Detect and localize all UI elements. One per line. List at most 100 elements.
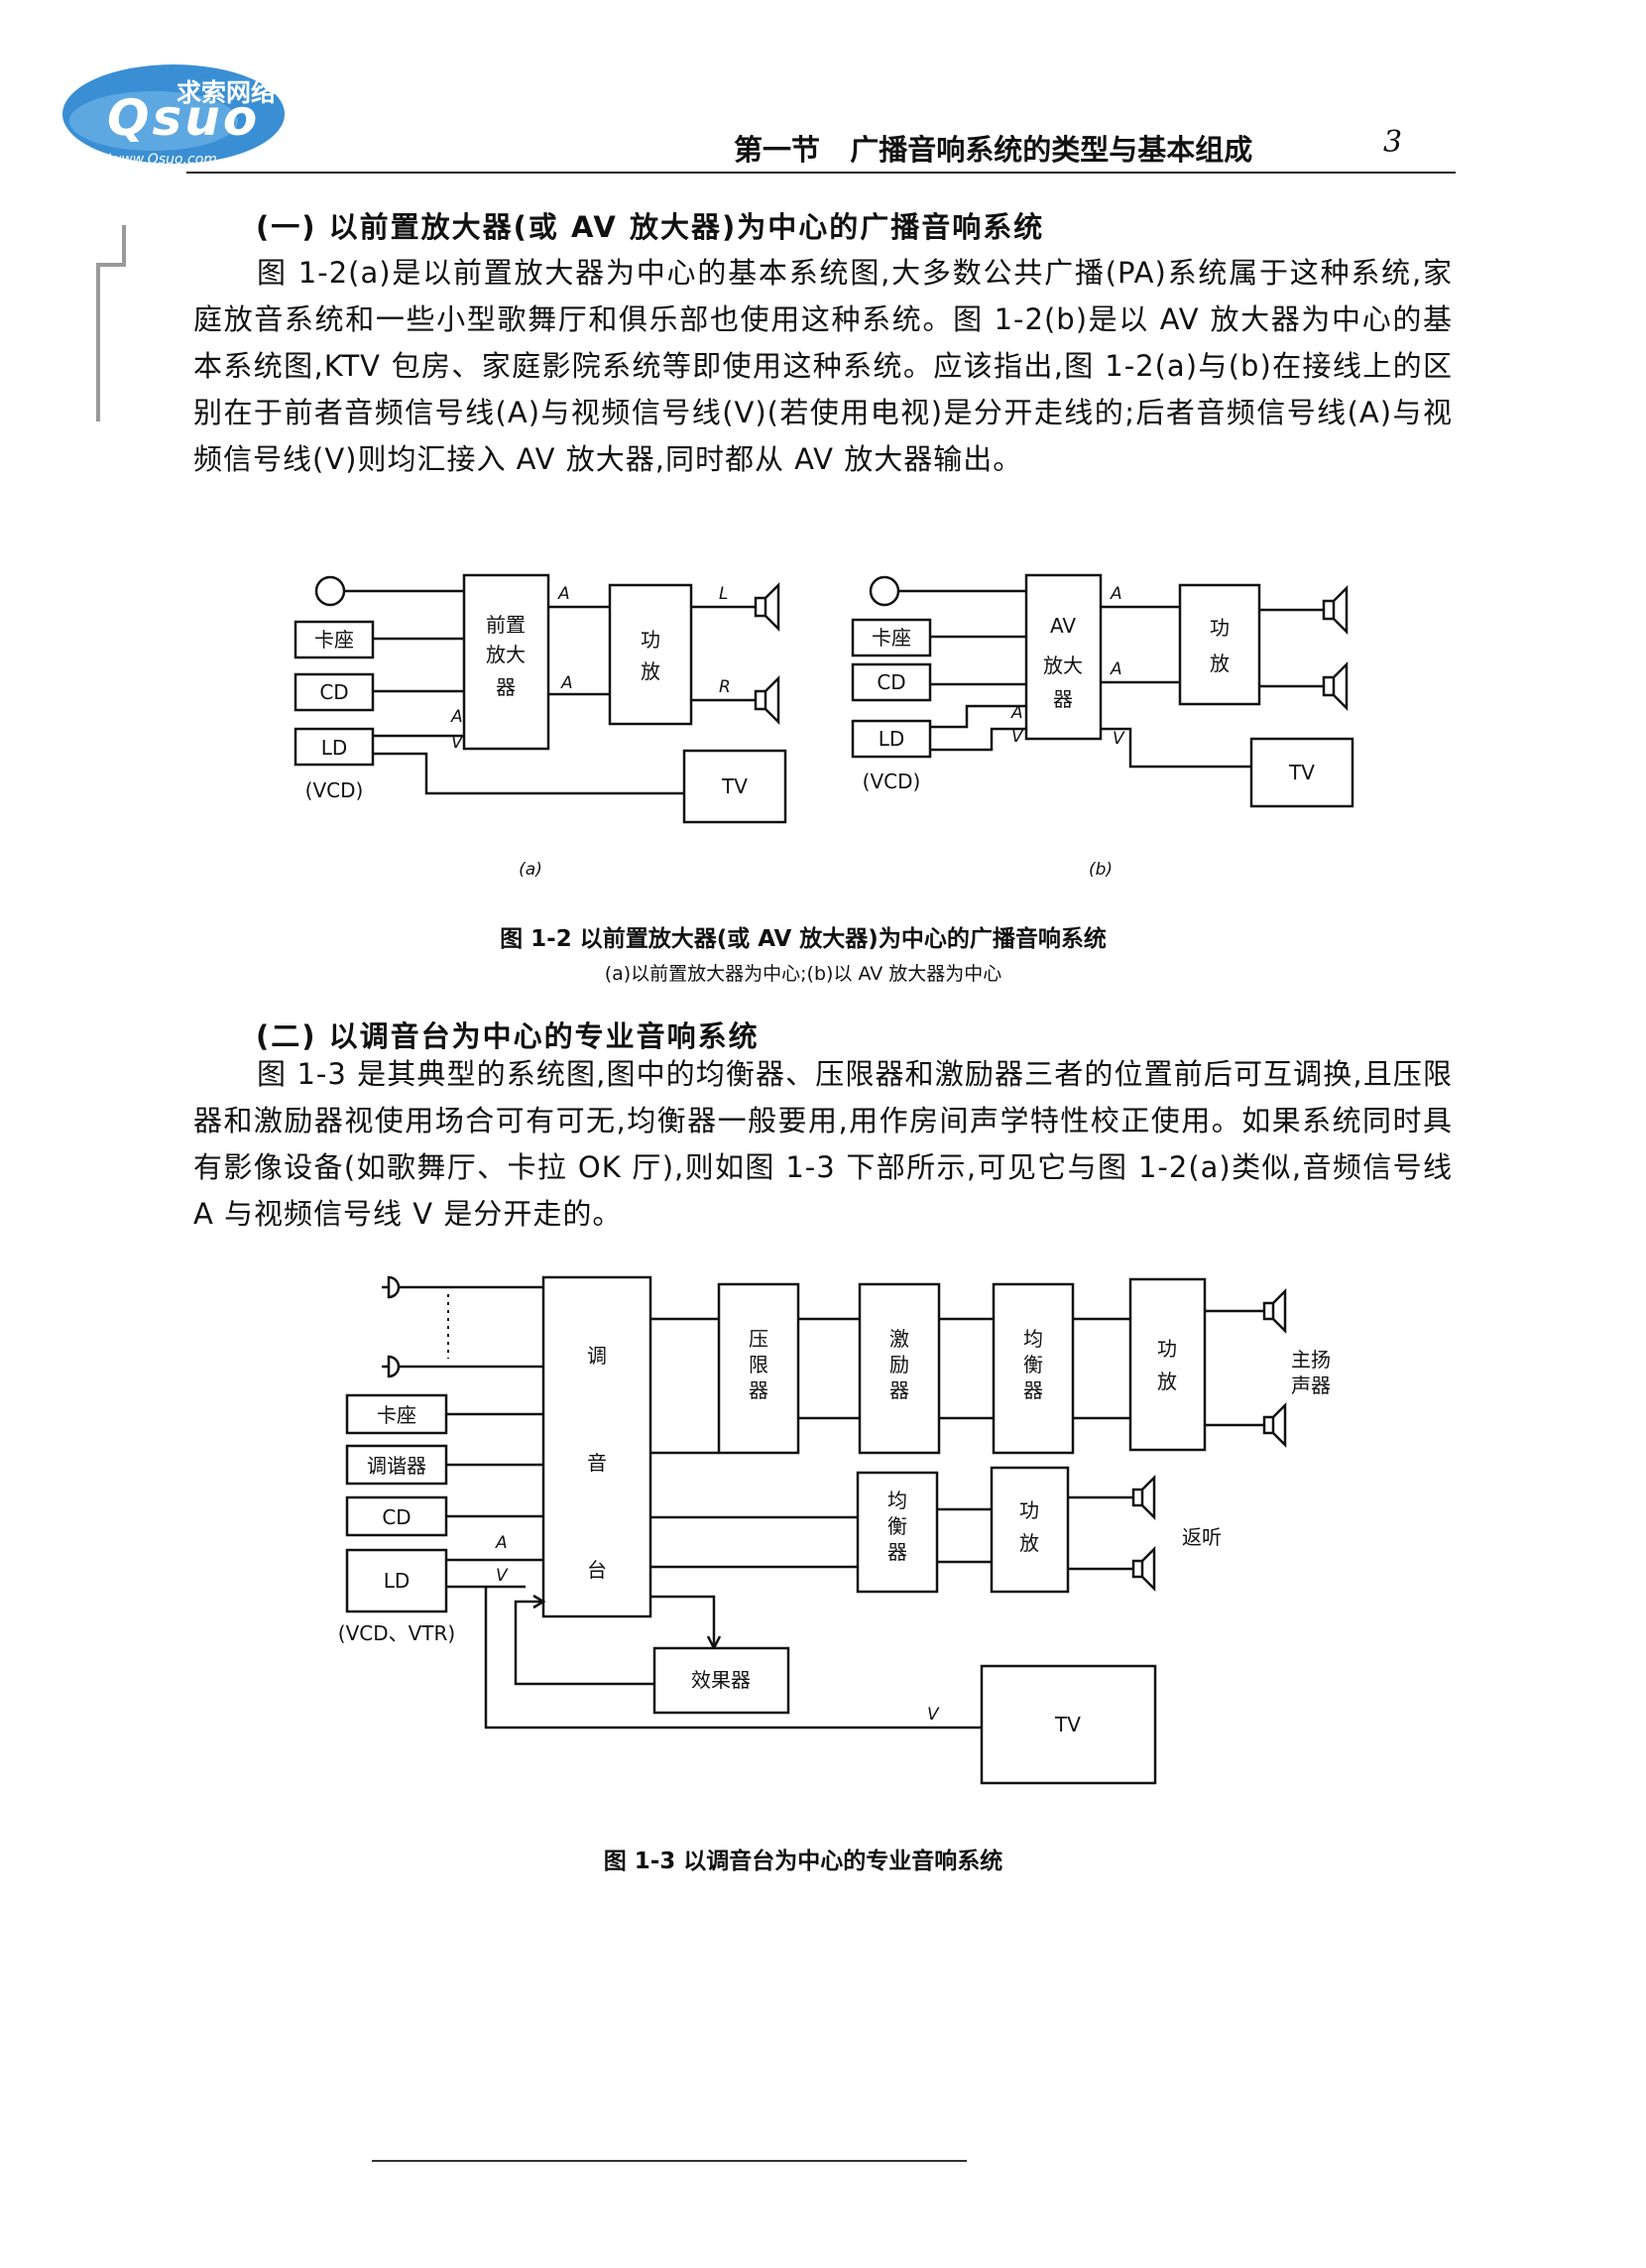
- svg-text:励: 励: [889, 1353, 909, 1376]
- svg-text:器: 器: [749, 1378, 768, 1402]
- figure-1-3-caption: 图 1-3 以调音台为中心的专业音响系统: [603, 1849, 1003, 1874]
- svg-text:(b): (b): [1089, 860, 1113, 880]
- svg-text:TV: TV: [1054, 1713, 1081, 1736]
- header-rule: [186, 172, 1456, 174]
- svg-text:调: 调: [587, 1344, 607, 1368]
- box-kazuo: [345, 1393, 448, 1435]
- box-cd: [294, 672, 375, 712]
- box-tv: [980, 1664, 1157, 1785]
- svg-text:放: 放: [641, 659, 660, 683]
- speaker-icon: [1131, 1474, 1156, 1521]
- svg-text:放: 放: [1210, 652, 1230, 675]
- svg-text:R: R: [719, 677, 731, 697]
- svg-text:功: 功: [1019, 1498, 1039, 1522]
- box-equalizer-1: [992, 1282, 1075, 1455]
- figure-1-2-caption: 图 1-2 以前置放大器(或 AV 放大器)为中心的广播音响系统: [500, 926, 1107, 952]
- svg-text:CD: CD: [319, 680, 348, 704]
- svg-text:放: 放: [1157, 1370, 1177, 1393]
- svg-text:声器: 声器: [1291, 1373, 1331, 1397]
- speaker-icon: [1262, 1287, 1287, 1335]
- box-power-amp-1: [1128, 1277, 1207, 1452]
- svg-text:主扬: 主扬: [1291, 1348, 1331, 1372]
- svg-text:音: 音: [587, 1451, 607, 1475]
- svg-text:LD: LD: [879, 727, 905, 751]
- speaker-icon: [754, 581, 780, 633]
- box-ld: [294, 727, 375, 767]
- svg-text:功: 功: [641, 628, 660, 652]
- svg-text:均: 均: [1023, 1327, 1043, 1351]
- svg-text:功: 功: [1210, 616, 1230, 640]
- svg-text:放大: 放大: [1043, 654, 1083, 677]
- svg-text:卡座: 卡座: [377, 1403, 416, 1427]
- speaker-icon: [1322, 660, 1349, 712]
- svg-text:器: 器: [1053, 687, 1073, 711]
- svg-text:效果器: 效果器: [691, 1668, 751, 1692]
- svg-text:A: A: [1110, 584, 1122, 604]
- page-number: 3: [1383, 125, 1403, 160]
- svg-text:(VCD): (VCD): [305, 778, 364, 802]
- svg-text:均: 均: [887, 1489, 907, 1512]
- box-power-amp: [1178, 583, 1261, 706]
- figure-1-2b: 卡座 CD LD (VCD) AV 放大 器 A V A A V 功 放 TV …: [851, 573, 1354, 880]
- logo-wordmark: Qsuo: [107, 89, 261, 147]
- microphone-icon: [382, 1355, 401, 1378]
- box-compressor: [717, 1282, 800, 1455]
- box-power-amp-2: [990, 1466, 1070, 1594]
- speaker-icon: [1322, 584, 1349, 636]
- svg-text:限: 限: [749, 1353, 768, 1376]
- svg-text:压: 压: [749, 1327, 768, 1351]
- box-av-amp: [1024, 573, 1103, 741]
- speaker-icon: [754, 674, 780, 726]
- box-effects: [652, 1646, 790, 1715]
- svg-text:器: 器: [889, 1378, 909, 1402]
- figure-1-2a: 卡座 CD LD (VCD) 前置 放大 器 A V A A 功 放 L R T…: [294, 573, 787, 880]
- box-preamp: [462, 573, 550, 751]
- svg-text:V: V: [1113, 729, 1125, 749]
- qsuo-logo: [62, 64, 285, 164]
- margin-bracket: [96, 225, 126, 421]
- box-mixer: [541, 1275, 652, 1618]
- box-tv: [682, 749, 787, 824]
- box-kazuo: [294, 620, 375, 659]
- svg-text:器: 器: [887, 1540, 907, 1564]
- svg-text:A: A: [495, 1533, 508, 1553]
- figure-1-2-subcaption: (a)以前置放大器为中心;(b)以 AV 放大器为中心: [604, 963, 1002, 985]
- svg-text:V: V: [451, 733, 464, 753]
- svg-text:A: A: [560, 673, 573, 693]
- svg-text:V: V: [927, 1705, 940, 1725]
- svg-text:器: 器: [1023, 1378, 1043, 1402]
- svg-text:(VCD): (VCD): [863, 770, 921, 793]
- svg-text:L: L: [719, 584, 728, 604]
- box-ld: [851, 719, 932, 759]
- svg-text:A: A: [557, 584, 570, 604]
- svg-text:(a): (a): [519, 860, 542, 880]
- svg-text:返听: 返听: [1182, 1525, 1222, 1549]
- svg-text:放: 放: [1019, 1531, 1039, 1555]
- logo-url: http://www.Qsuo.com: [67, 152, 217, 168]
- microphone-icon: [382, 1275, 401, 1299]
- svg-text:A: A: [1010, 703, 1023, 723]
- svg-text:A: A: [1110, 659, 1122, 679]
- svg-text:调谐器: 调谐器: [367, 1454, 426, 1478]
- speaker-icon: [1262, 1401, 1287, 1449]
- svg-text:TV: TV: [1288, 761, 1315, 784]
- svg-text:(VCD、VTR): (VCD、VTR): [338, 1621, 455, 1645]
- footer-rule: [372, 2160, 967, 2162]
- svg-text:LD: LD: [321, 736, 348, 760]
- svg-text:CD: CD: [382, 1505, 411, 1529]
- box-tv: [1249, 737, 1354, 808]
- box-power-amp: [608, 583, 693, 726]
- svg-text:CD: CD: [877, 670, 905, 694]
- box-ld: [345, 1548, 448, 1613]
- svg-text:LD: LD: [384, 1569, 411, 1593]
- svg-text:激: 激: [889, 1327, 909, 1351]
- svg-text:台: 台: [587, 1558, 607, 1582]
- section-heading-1: (一) 以前置放大器(或 AV 放大器)为中心的广播音响系统: [256, 210, 1045, 244]
- svg-text:A: A: [450, 707, 463, 727]
- box-exciter: [858, 1282, 941, 1455]
- svg-text:TV: TV: [721, 775, 748, 798]
- svg-text:V: V: [1011, 727, 1024, 747]
- section-paragraph-1: 图 1-2(a)是以前置放大器为中心的基本系统图,大多数公共广播(PA)系统属于…: [193, 256, 1453, 476]
- svg-text:卡座: 卡座: [872, 626, 911, 650]
